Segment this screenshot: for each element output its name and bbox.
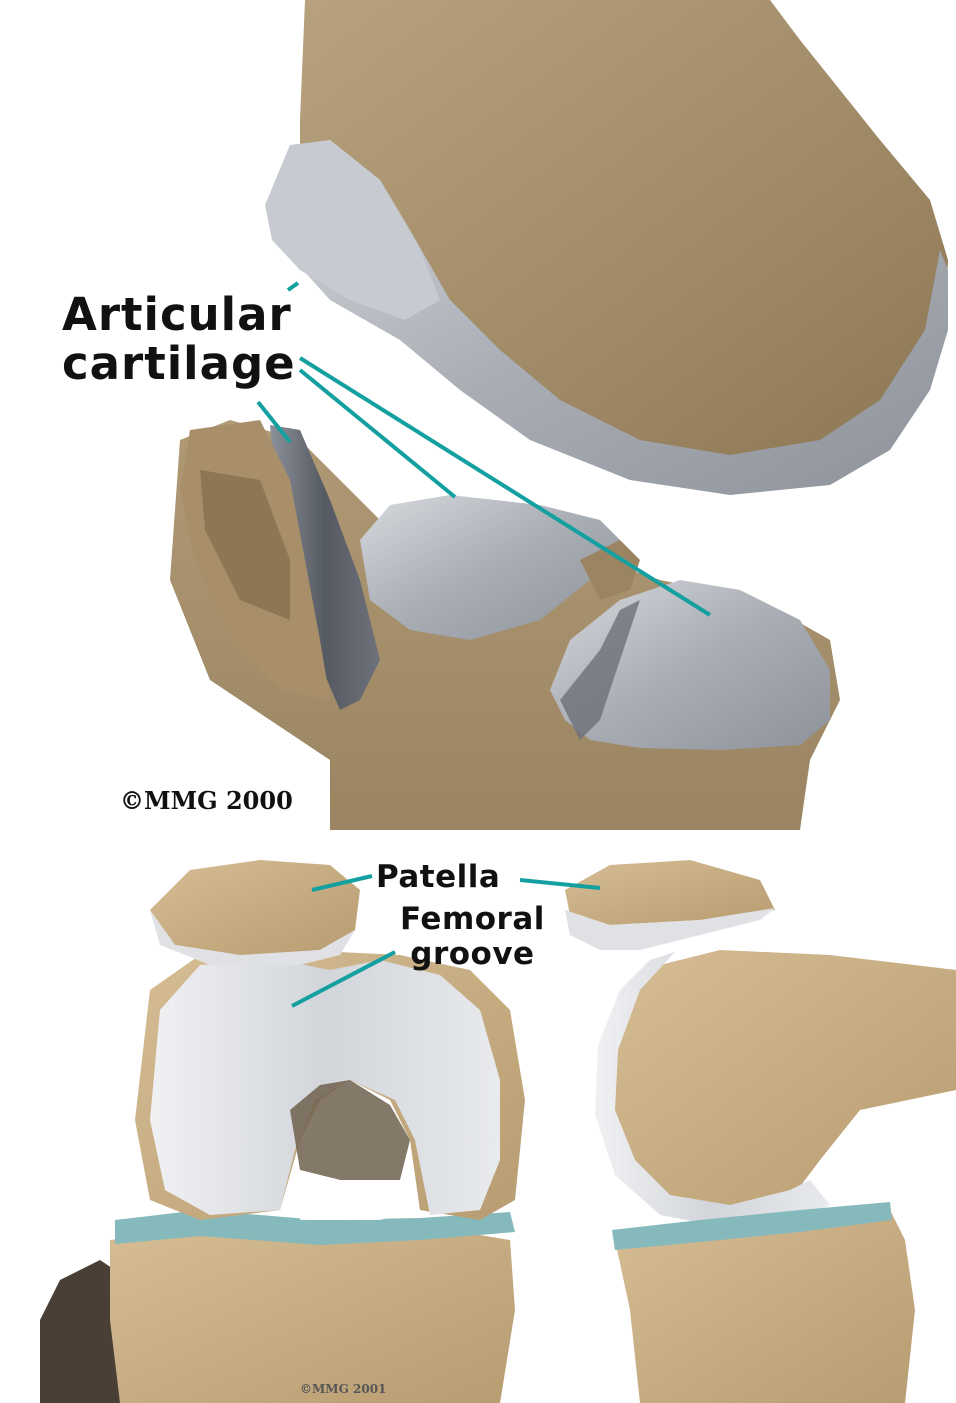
femur-bone-side [610,950,956,1210]
articular-cartilage-label: Articular cartilage [62,292,296,386]
femoral-line-2: groove [400,939,545,970]
patella-front [150,860,360,955]
copyright-top: ©MMG 2000 [120,786,293,815]
copyright-bottom: ©MMG 2001 [300,1382,386,1396]
tibia-bone-front [110,1225,515,1403]
bottom-illustration: Patella Femoral groove ©MMG 2001 [0,840,956,1403]
knee-joint-open-view [0,0,956,830]
label-line-2: cartilage [62,341,296,386]
patella-label: Patella [376,862,500,893]
femoral-line-1: Femoral [400,904,545,935]
top-illustration: Articular cartilage ©MMG 2000 [0,0,956,830]
side-view-knee [565,860,956,1403]
label-line-1: Articular [62,292,296,337]
femoral-groove-label: Femoral groove [400,904,545,970]
